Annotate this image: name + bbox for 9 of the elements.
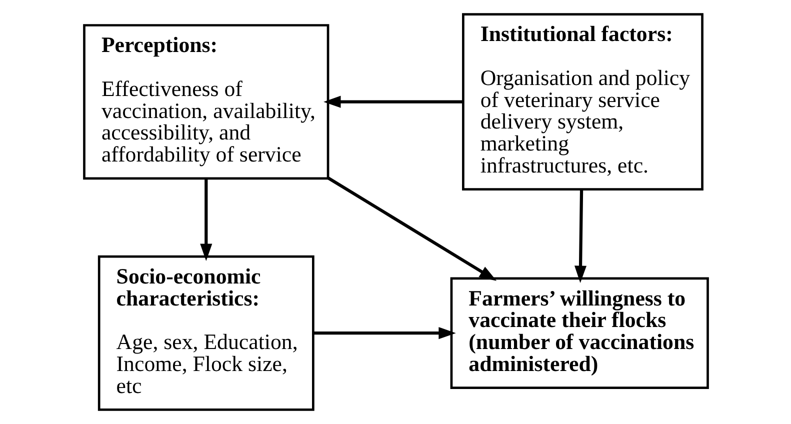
- node-box: Perceptions: Effectiveness of vaccination, availability, accessibility, and affordability of service: [82, 24, 329, 180]
- arrow: [327, 176, 496, 281]
- node-box: Farmers’ willingness to vaccinate their flocks (number of vaccinations administered): [450, 277, 708, 389]
- node-box: Institutional factors: Organisation and policy of veterinary service delivery system, marketing infrastructures, etc.: [462, 13, 703, 191]
- node-box: Socio-economic characteristics: Age, sex, Education, Income, Flock size, etc: [97, 255, 314, 411]
- arrow: [323, 96, 462, 108]
- arrow: [200, 178, 212, 262]
- arrow: [574, 190, 586, 283]
- arrow: [312, 327, 456, 340]
